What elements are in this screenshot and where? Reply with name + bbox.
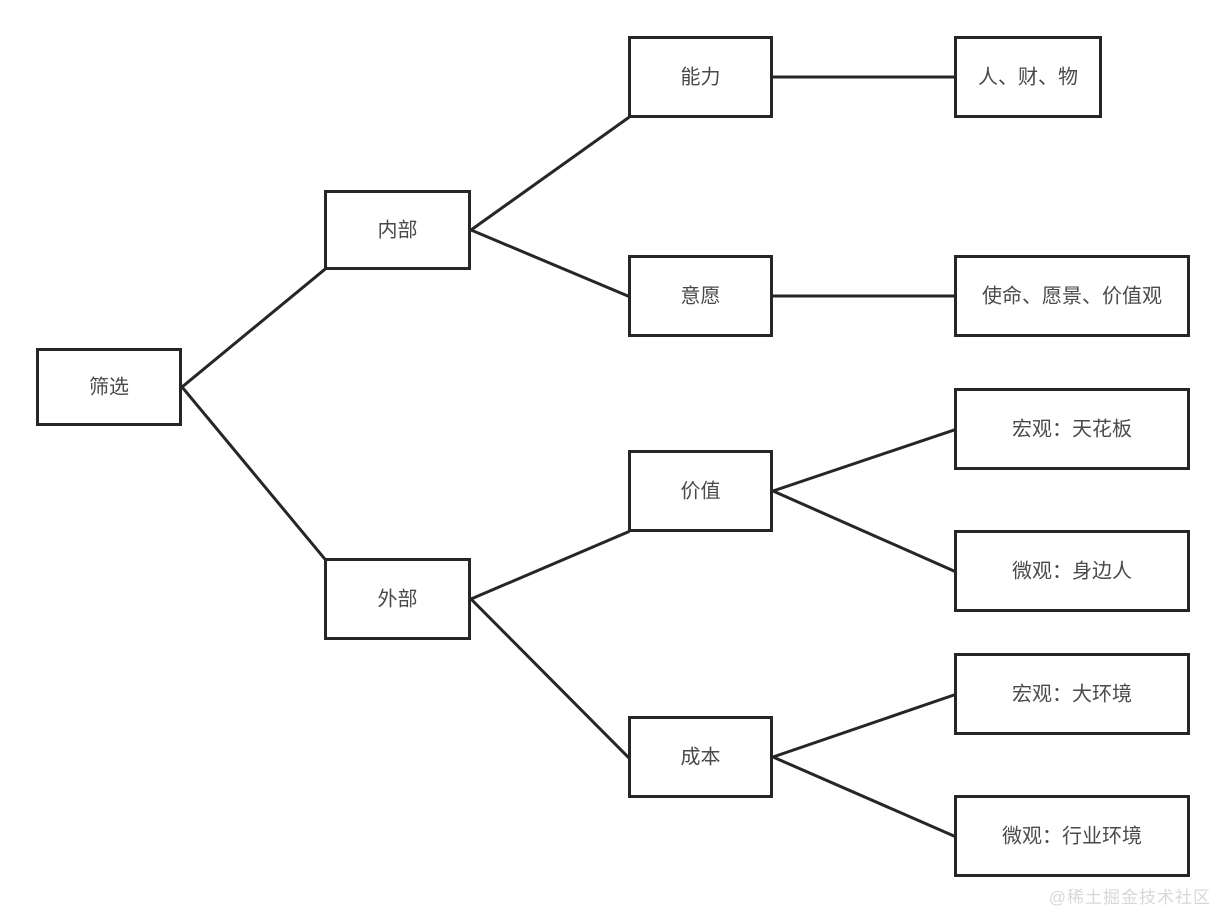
edge-cost-to-macro-cost <box>771 693 956 759</box>
node-box-root[interactable] <box>36 348 182 426</box>
node-box-value[interactable] <box>628 450 773 532</box>
node-micro-value[interactable]: 微观：身边人 <box>954 530 1190 612</box>
node-value[interactable]: 价值 <box>628 450 773 532</box>
node-mission[interactable]: 使命、愿景、价值观 <box>954 255 1190 337</box>
node-box-macro-cost[interactable] <box>954 653 1190 735</box>
edge-external-to-value <box>469 530 630 601</box>
node-label-micro-value: 微观：身边人 <box>1012 559 1132 582</box>
node-label-external: 外部 <box>378 587 418 610</box>
edges-layer <box>179 75 956 838</box>
node-box-cost[interactable] <box>628 716 773 798</box>
node-macro-value[interactable]: 宏观：天花板 <box>954 388 1190 470</box>
node-box-internal[interactable] <box>324 190 471 270</box>
edge-root-to-internal <box>179 267 327 390</box>
node-resources[interactable]: 人、财、物 <box>954 36 1102 118</box>
node-micro-cost[interactable]: 微观：行业环境 <box>954 795 1190 877</box>
edge-value-to-macro-value <box>771 428 956 493</box>
watermark: @稀土掘金技术社区 <box>1048 888 1211 907</box>
node-will[interactable]: 意愿 <box>628 255 773 337</box>
node-label-value: 价值 <box>681 479 721 502</box>
node-label-ability: 能力 <box>681 65 721 88</box>
edge-value-to-micro-value <box>771 489 956 573</box>
node-label-internal: 内部 <box>378 218 418 241</box>
node-box-micro-cost[interactable] <box>954 795 1190 877</box>
node-box-ability[interactable] <box>628 36 773 118</box>
node-box-resources[interactable] <box>954 36 1102 118</box>
edge-root-to-external <box>179 384 327 561</box>
node-label-root: 筛选 <box>89 375 129 398</box>
node-label-macro-value: 宏观：天花板 <box>1012 417 1132 440</box>
node-cost[interactable]: 成本 <box>628 716 773 798</box>
node-root[interactable]: 筛选 <box>36 348 182 426</box>
node-label-will: 意愿 <box>681 284 721 307</box>
node-box-external[interactable] <box>324 558 471 640</box>
node-box-macro-value[interactable] <box>954 388 1190 470</box>
node-box-mission[interactable] <box>954 255 1190 337</box>
edge-external-to-cost <box>468 596 631 760</box>
node-label-resources: 人、财、物 <box>978 65 1078 88</box>
node-macro-cost[interactable]: 宏观：大环境 <box>954 653 1190 735</box>
node-label-macro-cost: 宏观：大环境 <box>1012 682 1132 705</box>
edge-cost-to-micro-cost <box>771 755 956 838</box>
node-internal[interactable]: 内部 <box>324 190 471 270</box>
node-label-mission: 使命、愿景、价值观 <box>982 284 1162 307</box>
node-label-micro-cost: 微观：行业环境 <box>1002 824 1142 847</box>
node-label-cost: 成本 <box>681 745 721 768</box>
node-external[interactable]: 外部 <box>324 558 471 640</box>
node-box-micro-value[interactable] <box>954 530 1190 612</box>
node-ability[interactable]: 能力 <box>628 36 773 118</box>
edge-internal-to-will <box>469 228 630 298</box>
node-box-will[interactable] <box>628 255 773 337</box>
edge-internal-to-ability <box>468 115 631 233</box>
